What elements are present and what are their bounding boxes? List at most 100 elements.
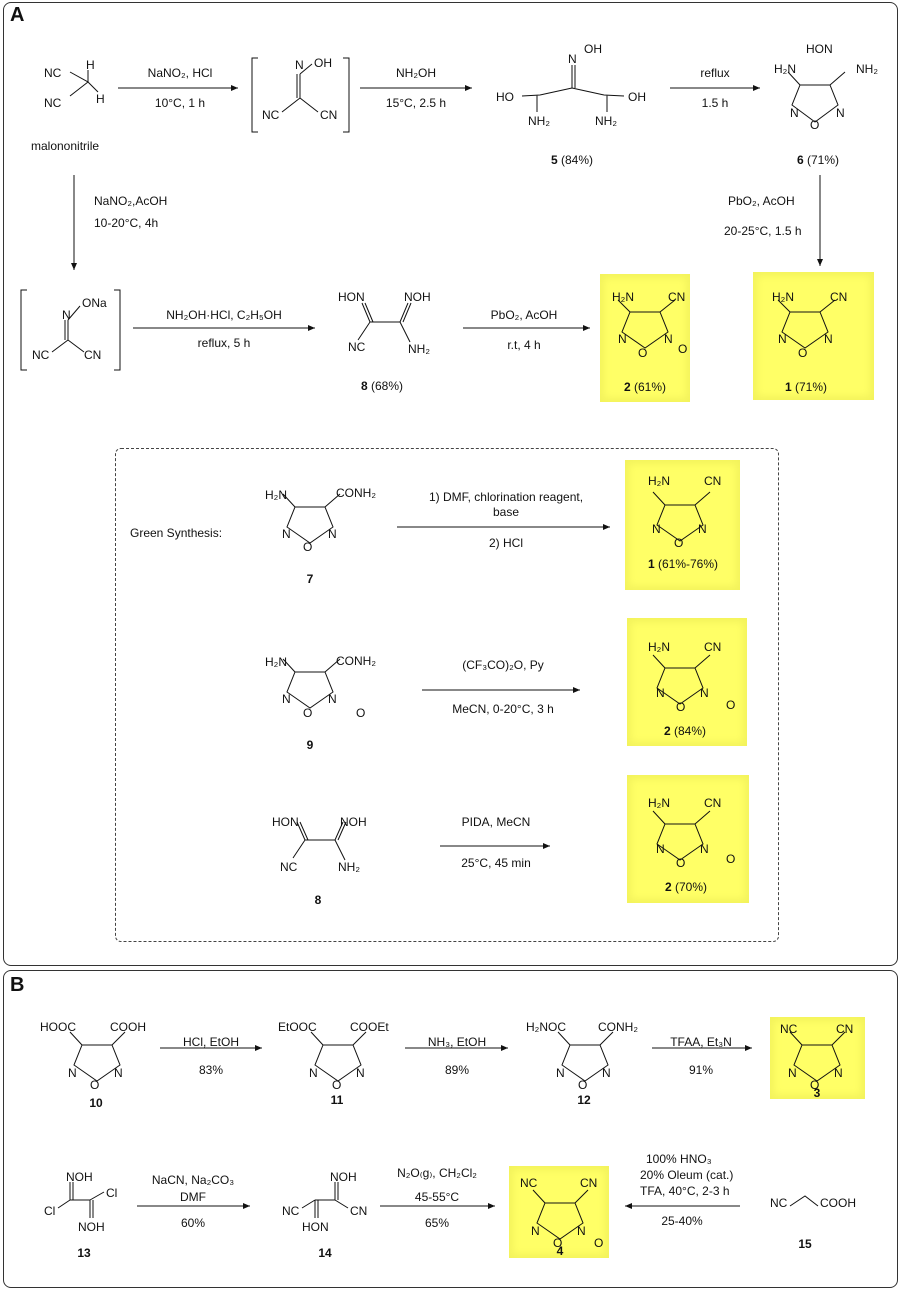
malononitrile-cn2: NC [44,96,62,110]
g2-oxide: O [726,698,736,712]
c5-nh2-right: NH₂ [595,114,617,128]
c1-h2n: H₂N [772,290,794,304]
a-r7-top: PbO₂, AcOH [490,308,558,322]
c2-cn: CN [668,290,686,304]
c12-conh2: CONH₂ [598,1020,638,1034]
b-r4-mid: DMF [180,1190,206,1204]
b-r3-top: TFAA, Et₃N [670,1035,732,1049]
int2-n: N [62,308,71,322]
c6-yield: (71%) [807,153,840,167]
b-r6-l3: TFA, 40°C, 2-3 h [640,1184,730,1198]
c13-number: 13 [77,1246,91,1260]
b-r2-top: NH₃, EtOH [427,1035,487,1049]
c1-n1: N [778,332,787,346]
c4-cn: CN [580,1176,598,1190]
c9-n2: N [328,692,337,706]
c14-number: 14 [318,1246,332,1260]
g1-top: 1) DMF, chlorination reagent, [428,490,584,504]
g1-top2: base [492,505,520,519]
panel-a-label: A [10,4,25,26]
c2-n2: N [664,332,673,346]
a-r4-bot: 10-20°C, 4h [94,216,159,230]
c8-yield: (68%) [371,379,404,393]
c1-o: O [798,346,808,360]
int1-cn: CN [320,108,338,122]
int1-oh: OH [314,56,332,70]
c6-n1: N [790,106,799,120]
c9-number: 9 [306,738,314,752]
b-r6-bot: 25-40% [661,1214,703,1228]
b-r6-l1: 100% HNO₃ [646,1152,712,1166]
g1-o: O [674,536,684,550]
c6-number: 6 [796,153,804,167]
c5-oh-right: OH [628,90,646,104]
g2-top: (CF₃CO)₂O, Py [462,658,544,672]
c3-cn: CN [836,1022,854,1036]
c3-number: 3 [813,1086,821,1100]
c14-nc: NC [282,1204,300,1218]
int2-ona: ONa [82,296,107,310]
c11-cooet: COOEt [350,1020,389,1034]
c8-noh: NOH [404,290,431,304]
a-r6-top: NH₂OH·HCl, C₂H₅OH [166,308,282,322]
g2-cn: CN [704,640,722,654]
c5-label: 5 (84%) [551,153,593,167]
c6-hon: HON [806,42,833,56]
c6-label: 6 (71%) [797,153,839,167]
b-r6-l2: 20% Oleum (cat.) [640,1168,734,1182]
c10-cooh: COOH [110,1020,146,1034]
c1-label: 1 (71%) [785,380,827,394]
c7-n2: N [328,527,337,541]
g3-yield: (70%) [675,880,708,894]
c1-number: 1 [784,380,792,394]
g3-h2n: H₂N [648,796,670,810]
malononitrile-cn1: NC [44,66,62,80]
c7-o: O [303,540,313,554]
a-r2-top: NH₂OH [396,66,436,80]
highlight-green-2b [627,775,749,903]
c12-n2: N [602,1066,611,1080]
c1-yield: (71%) [795,380,828,394]
c2-n1: N [618,332,627,346]
g1-n2: N [698,522,707,536]
b-r1-bot: 83% [198,1063,224,1077]
c12-number: 12 [577,1093,591,1107]
c5-n: N [568,52,577,66]
a-r7-bot: r.t, 4 h [507,338,541,352]
b-r2-bot: 89% [444,1063,470,1077]
g1-cn: CN [704,474,722,488]
c5-oh-top: OH [584,42,602,56]
c10-n1: N [68,1066,77,1080]
c8b-noh: NOH [340,815,367,829]
a-r3-bot: 1.5 h [701,96,729,110]
g2-h2n: H₂N [648,640,670,654]
g1-h2n: H₂N [648,474,670,488]
c8-nh2: NH₂ [408,342,430,356]
a-r6-bot: reflux, 5 h [197,336,251,350]
c5-ho-left: HO [496,90,514,104]
c11-etooc: EtOOC [278,1020,317,1034]
c6-nh2: NH₂ [856,62,878,76]
c3-o: O [810,1078,820,1092]
b-r3-bot: 91% [688,1063,714,1077]
g1-label: 1 (61%-76%) [648,557,718,571]
g3-n1: N [656,842,665,856]
c13-cl1: Cl [44,1204,56,1218]
c4-o: O [553,1236,563,1250]
green-synthesis-title: Green Synthesis: [130,526,223,540]
c9-h2n: H₂N [265,655,287,669]
c14-cn: CN [350,1204,368,1218]
c9-oxide: O [356,706,366,720]
g3-bot: 25°C, 45 min [461,856,531,870]
g3-o: O [676,856,686,870]
c7-h2n: H₂N [265,488,287,502]
c8-label: 8 (68%) [361,379,403,393]
malononitrile-h1: H [86,58,95,72]
c7-number: 7 [306,572,314,586]
c1-n2: N [824,332,833,346]
g2-n2: N [700,686,709,700]
int2-nc: NC [32,348,50,362]
highlight-green-1 [625,460,740,590]
b-r4-top: NaCN, Na₂CO₃ [151,1173,235,1187]
malononitrile-h2: H [96,92,105,106]
